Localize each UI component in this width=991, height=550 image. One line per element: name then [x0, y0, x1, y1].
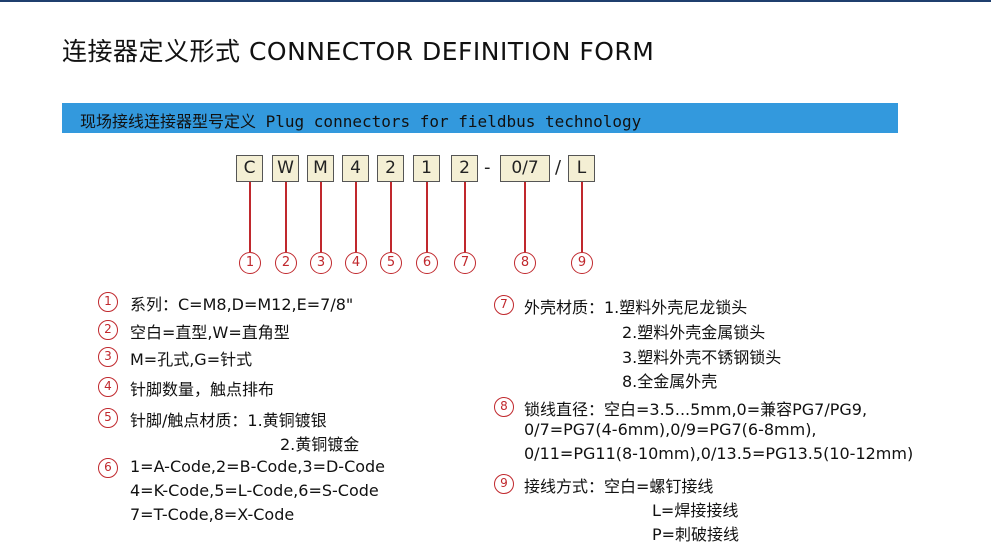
- legend-housing-3: 3.塑料外壳不锈钢锁头: [622, 348, 782, 367]
- code-box-series: C: [236, 155, 263, 182]
- connector-line-1: [249, 182, 251, 252]
- legend-termination-3: P=刺破接线: [652, 525, 740, 544]
- legend-coding-1: 1=A-Code,2=B-Code,3=D-Code: [130, 457, 386, 476]
- legend-housing-2: 2.塑料外壳金属锁头: [622, 323, 766, 342]
- code-separator-dash: -: [484, 157, 491, 178]
- section-banner: 现场接线连接器型号定义 Plug connectors for fieldbus…: [62, 103, 898, 133]
- code-box-angle: W: [272, 155, 299, 182]
- code-box-housing: 2: [451, 155, 478, 182]
- connector-line-3: [320, 182, 322, 252]
- legend-housing-4: 8.全金属外壳: [622, 372, 718, 391]
- legend-number-2: 2: [98, 320, 118, 340]
- circled-number-7: 7: [454, 252, 476, 274]
- connector-line-9: [581, 182, 583, 252]
- legend-pins: 针脚数量，触点排布: [130, 380, 275, 399]
- legend-number-3: 3: [98, 347, 118, 367]
- connector-line-7: [464, 182, 466, 252]
- code-box-gender: M: [307, 155, 334, 182]
- circled-number-8: 8: [514, 252, 536, 274]
- legend-termination-1: 接线方式：空白=螺钉接线: [524, 477, 714, 496]
- legend-contact-material: 针脚/触点材质：1.黄铜镀银: [130, 411, 327, 430]
- legend-cable-diameter-2: 0/7=PG7(4-6mm),0/9=PG7(6-8mm),: [524, 420, 817, 439]
- code-box-contact-material: 2: [377, 155, 404, 182]
- legend-contact-material-2: 2.黄铜镀金: [280, 435, 360, 454]
- legend-cable-diameter-3: 0/11=PG11(8-10mm),0/13.5=PG13.5(10-12mm): [524, 444, 914, 463]
- code-separator-slash: /: [555, 157, 562, 178]
- code-box-termination: L: [568, 155, 595, 182]
- circled-number-1: 1: [239, 252, 261, 274]
- legend-number-8: 8: [494, 397, 514, 417]
- legend-housing-1: 外壳材质：1.塑料外壳尼龙锁头: [524, 298, 748, 317]
- circled-number-6: 6: [416, 252, 438, 274]
- legend-gender: M=孔式,G=针式: [130, 350, 253, 369]
- legend-number-5: 5: [98, 408, 118, 428]
- legend-termination-2: L=焊接接线: [652, 501, 739, 520]
- legend-series: 系列：C=M8,D=M12,E=7/8": [130, 295, 354, 314]
- legend-coding-3: 7=T-Code,8=X-Code: [130, 505, 295, 524]
- circled-number-4: 4: [345, 252, 367, 274]
- connector-line-8: [524, 182, 526, 252]
- connector-line-4: [355, 182, 357, 252]
- connector-line-2: [285, 182, 287, 252]
- code-box-pins: 4: [342, 155, 369, 182]
- page-title: 连接器定义形式 CONNECTOR DEFINITION FORM: [62, 37, 655, 66]
- banner-text: 现场接线连接器型号定义 Plug connectors for fieldbus…: [80, 112, 642, 131]
- legend-number-1: 1: [98, 292, 118, 312]
- circled-number-9: 9: [571, 252, 593, 274]
- legend-coding-2: 4=K-Code,5=L-Code,6=S-Code: [130, 481, 379, 500]
- circled-number-2: 2: [275, 252, 297, 274]
- connector-line-5: [390, 182, 392, 252]
- circled-number-5: 5: [380, 252, 402, 274]
- circled-number-3: 3: [310, 252, 332, 274]
- legend-number-4: 4: [98, 377, 118, 397]
- legend-number-7: 7: [494, 295, 514, 315]
- legend-angle: 空白=直型,W=直角型: [130, 323, 290, 342]
- connector-line-6: [426, 182, 428, 252]
- legend-number-6: 6: [98, 458, 118, 478]
- code-box-coding: 1: [413, 155, 440, 182]
- legend-cable-diameter-1: 锁线直径：空白=3.5...5mm,0=兼容PG7/PG9,: [524, 400, 868, 419]
- code-box-cable-diameter: 0/7: [500, 155, 550, 182]
- legend-number-9: 9: [494, 474, 514, 494]
- top-border-line: [0, 0, 991, 2]
